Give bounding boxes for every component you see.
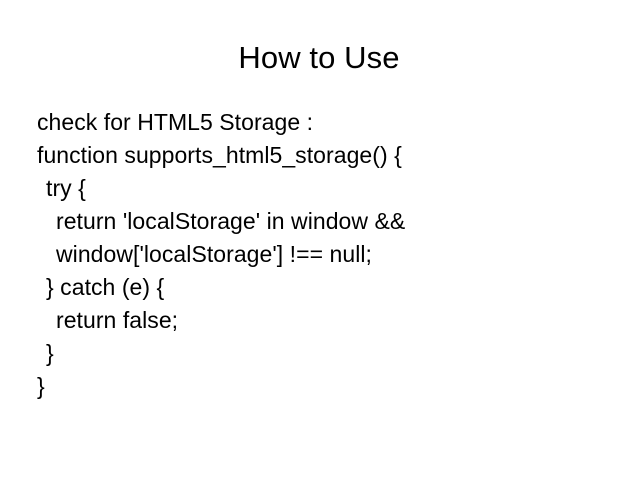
code-line: return false; (56, 307, 179, 333)
slide-title: How to Use (238, 40, 400, 75)
code-line: } (46, 340, 54, 366)
code-line: } (37, 373, 45, 399)
code-line: try { (46, 175, 86, 201)
code-line: check for HTML5 Storage : (37, 109, 314, 135)
code-line: function supports_html5_storage() { (37, 142, 402, 168)
code-line: window['localStorage'] !== null; (56, 241, 372, 267)
code-block: check for HTML5 Storage : function suppo… (37, 106, 597, 403)
code-line: return 'localStorage' in window && (56, 208, 406, 234)
code-line: } catch (e) { (46, 274, 165, 300)
